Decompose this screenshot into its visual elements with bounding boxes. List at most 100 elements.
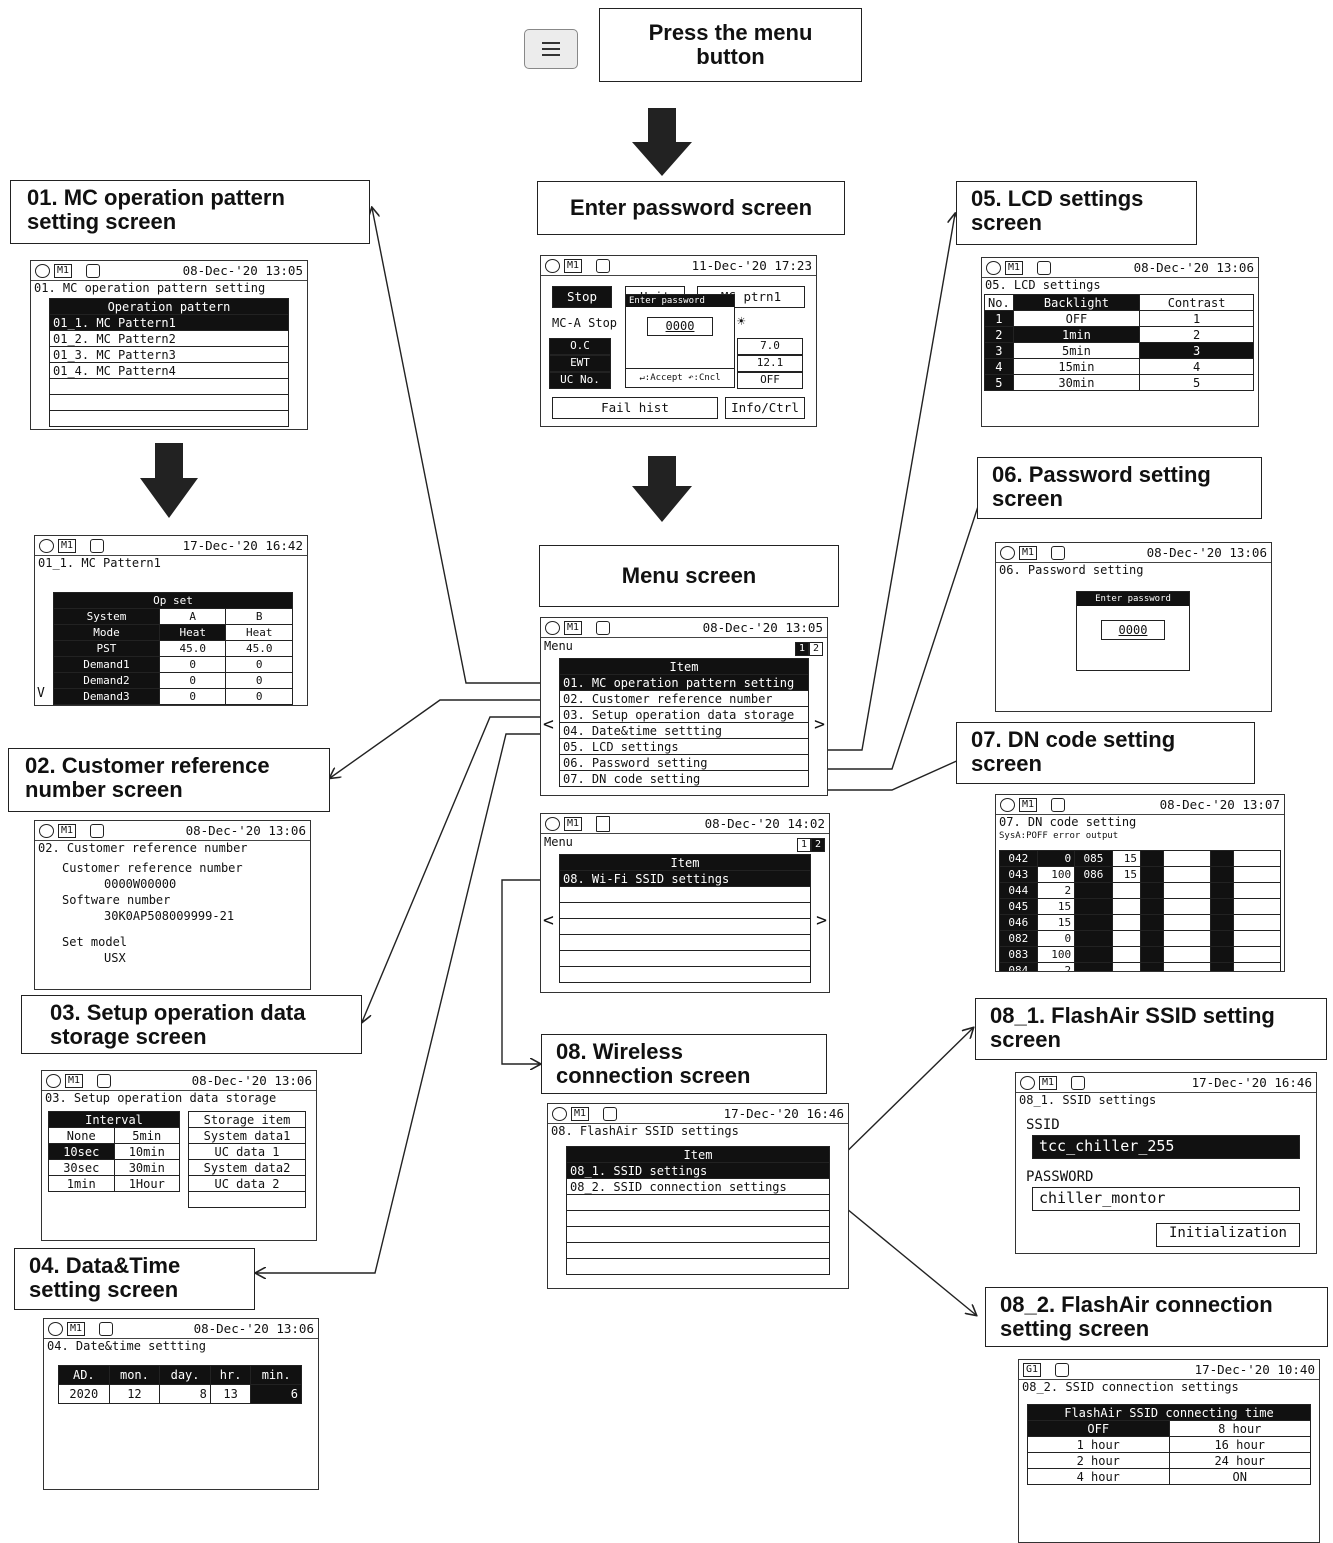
dn-value[interactable]: 15	[1036, 914, 1076, 931]
backlight-option[interactable]: 30min	[1012, 374, 1141, 391]
info-ctrl-button[interactable]: Info/Ctrl	[725, 397, 805, 419]
backlight-option[interactable]: OFF	[1012, 310, 1141, 327]
dn-value[interactable]: 100	[1036, 866, 1076, 883]
menu-item-01[interactable]: 01. MC operation pattern setting	[559, 674, 809, 691]
cell[interactable]: 0	[158, 656, 227, 673]
cell[interactable]: 45.0	[225, 640, 293, 657]
cell[interactable]: 0	[225, 688, 293, 705]
time-option[interactable]: 24 hour	[1168, 1452, 1311, 1469]
interval-option[interactable]: 5min	[113, 1127, 180, 1144]
hour-field[interactable]: 13	[209, 1384, 252, 1404]
cell[interactable]: Heat	[158, 624, 227, 641]
plug-icon	[1037, 260, 1052, 275]
datetime: 08-Dec-'20 13:05	[182, 263, 303, 278]
time-option[interactable]: 2 hour	[1027, 1452, 1170, 1469]
dn-value[interactable]: 0	[1036, 930, 1076, 947]
storage-item[interactable]: UC data 1	[188, 1143, 306, 1160]
pattern-item-3[interactable]: 01_3. MC Pattern3	[49, 346, 289, 363]
hand-icon	[545, 620, 560, 635]
time-option[interactable]: ON	[1168, 1468, 1311, 1485]
datetime: 08-Dec-'20 13:05	[702, 620, 823, 635]
initialization-button[interactable]: Initialization	[1156, 1223, 1300, 1247]
menu-button[interactable]	[524, 29, 578, 69]
ssid-connection-item[interactable]: 08_2. SSID connection settings	[566, 1178, 830, 1195]
prev-page-arrow[interactable]: <	[543, 910, 554, 931]
backlight-option[interactable]: 5min	[1012, 342, 1141, 359]
stop-button[interactable]: Stop	[552, 286, 612, 308]
dn-value[interactable]: 15	[1036, 898, 1076, 915]
password-input[interactable]: 0000	[647, 317, 713, 336]
cell[interactable]: 45.0	[158, 640, 227, 657]
cell[interactable]: Heat	[225, 624, 293, 641]
menu-item-table: Item 01. MC operation pattern setting 02…	[559, 658, 809, 787]
prev-page-arrow[interactable]: <	[543, 714, 554, 735]
menu-item-04[interactable]: 04. Date&time settting	[559, 722, 809, 739]
dn-value[interactable]: 15	[1111, 866, 1142, 883]
pattern-item-2[interactable]: 01_2. MC Pattern2	[49, 330, 289, 347]
cell[interactable]: 0	[225, 672, 293, 689]
ssid-settings-item[interactable]: 08_1. SSID settings	[566, 1162, 830, 1179]
menu-item-07[interactable]: 07. DN code setting	[559, 770, 809, 787]
menu-item-06[interactable]: 06. Password setting	[559, 754, 809, 771]
storage-item[interactable]: System data2	[188, 1159, 306, 1176]
next-page-arrow[interactable]: >	[816, 910, 827, 931]
row-no: 5	[984, 374, 1014, 391]
interval-option[interactable]: 1Hour	[113, 1175, 180, 1192]
contrast-option[interactable]: 1	[1139, 310, 1254, 327]
interval-option[interactable]: 30sec	[48, 1159, 115, 1176]
time-option[interactable]: 8 hour	[1168, 1420, 1311, 1437]
backlight-option[interactable]: 15min	[1012, 358, 1141, 375]
storage-item[interactable]: System data1	[188, 1127, 306, 1144]
backlight-option[interactable]: 1min	[1012, 326, 1141, 343]
page-2-tab[interactable]: 2	[810, 838, 825, 852]
cell[interactable]: 0	[158, 672, 227, 689]
interval-option[interactable]: 1min	[48, 1175, 115, 1192]
page-1-tab[interactable]: 1	[794, 642, 809, 656]
pattern-item-4[interactable]: 01_4. MC Pattern4	[49, 362, 289, 379]
dn-value[interactable]: 2	[1036, 962, 1076, 971]
cell[interactable]: 0	[225, 656, 293, 673]
dn-value[interactable]: 100	[1036, 946, 1076, 963]
scroll-down-indicator[interactable]: V	[37, 686, 45, 701]
menu-item-03[interactable]: 03. Setup operation data storage	[559, 706, 809, 723]
contrast-option[interactable]: 3	[1139, 342, 1254, 359]
time-option[interactable]: 16 hour	[1168, 1436, 1311, 1453]
menu-item-05[interactable]: 05. LCD settings	[559, 738, 809, 755]
menu-item-02[interactable]: 02. Customer reference number	[559, 690, 809, 707]
day-field[interactable]: 8	[159, 1384, 211, 1404]
ssid-field[interactable]: tcc_chiller_255	[1032, 1135, 1300, 1159]
dn-value[interactable]: 0	[1036, 850, 1076, 867]
menu-item-empty	[559, 934, 811, 951]
dn-value[interactable]: 15	[1111, 850, 1142, 867]
next-page-arrow[interactable]: >	[814, 714, 825, 735]
interval-option[interactable]: None	[48, 1127, 115, 1144]
row-label: PST	[53, 640, 160, 657]
fail-hist-button[interactable]: Fail hist	[552, 397, 718, 419]
interval-option[interactable]: 10sec	[48, 1143, 115, 1160]
page-1-tab[interactable]: 1	[796, 838, 811, 852]
year-field[interactable]: 2020	[58, 1384, 110, 1404]
storage-item[interactable]: UC data 2	[188, 1175, 306, 1192]
menu-item-08[interactable]: 08. Wi-Fi SSID settings	[559, 870, 811, 887]
minute-field[interactable]: 6	[250, 1384, 302, 1404]
time-option[interactable]: 1 hour	[1027, 1436, 1170, 1453]
month-field[interactable]: 12	[108, 1384, 161, 1404]
interval-option[interactable]: 30min	[113, 1159, 180, 1176]
cell[interactable]: 0	[158, 688, 227, 705]
time-option[interactable]: 4 hour	[1027, 1468, 1170, 1485]
contrast-option[interactable]: 5	[1139, 374, 1254, 391]
page-2-tab[interactable]: 2	[808, 642, 823, 656]
header-hour: hr.	[209, 1365, 252, 1385]
password-field[interactable]: chiller_montor	[1032, 1187, 1300, 1211]
time-option[interactable]: OFF	[1027, 1420, 1170, 1437]
contrast-option[interactable]: 2	[1139, 326, 1254, 343]
interval-option[interactable]: 10min	[113, 1143, 180, 1160]
dn-value[interactable]: 2	[1036, 882, 1076, 899]
password-input[interactable]: 0000	[1101, 620, 1165, 640]
contrast-option[interactable]: 4	[1139, 358, 1254, 375]
pattern-item-1[interactable]: 01_1. MC Pattern1	[49, 314, 289, 331]
hand-icon	[46, 1073, 61, 1088]
